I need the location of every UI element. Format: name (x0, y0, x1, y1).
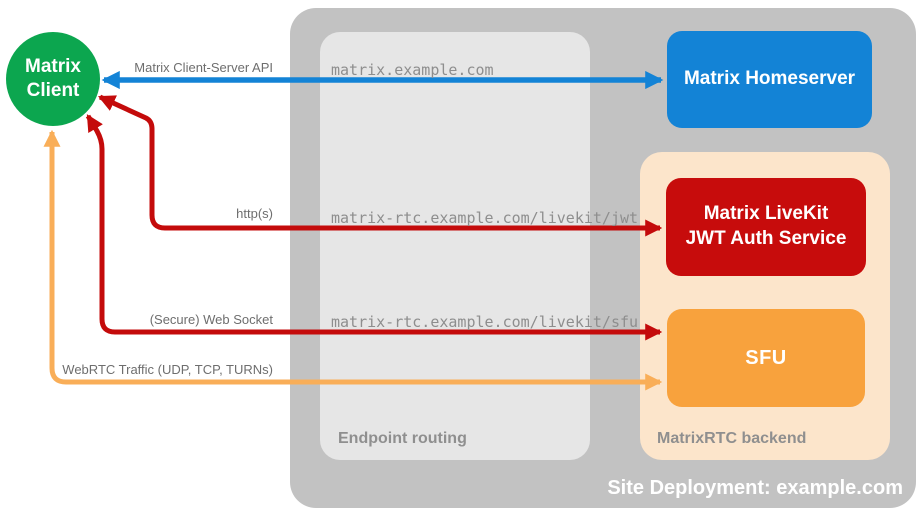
matrix-homeserver-label: Matrix Homeserver (683, 68, 856, 90)
client-server-api-arrow-label: Matrix Client-Server API (134, 60, 273, 75)
jwt-auth-service-label-line1: Matrix LiveKit (703, 203, 829, 225)
https-arrow-label: http(s) (236, 206, 273, 221)
websocket-arrow-label: (Secure) Web Socket (149, 312, 273, 327)
webrtc-arrow-label: WebRTC Traffic (UDP, TCP, TURNs) (62, 362, 273, 377)
site-deployment-title: Site Deployment: example.com (607, 477, 903, 499)
jwt-auth-service-node: Matrix LiveKit JWT Auth Service (666, 178, 866, 276)
jwt-auth-service-label-line2: JWT Auth Service (685, 228, 847, 249)
matrix-client-node: Matrix Client (6, 32, 100, 126)
endpoint-jwt-url: matrix-rtc.example.com/livekit/jwt (331, 209, 639, 227)
endpoint-routing-label: Endpoint routing (338, 430, 467, 447)
endpoint-homeserver-url: matrix.example.com (331, 61, 494, 79)
sfu-label: SFU (745, 347, 787, 369)
endpoint-routing-box: Endpoint routing (320, 32, 590, 460)
endpoint-sfu-url: matrix-rtc.example.com/livekit/sfu (331, 313, 639, 331)
matrixrtc-backend-label: MatrixRTC backend (657, 430, 807, 447)
matrix-client-label: Matrix Client (25, 56, 81, 101)
sfu-node: SFU (667, 309, 865, 407)
matrix-homeserver-node: Matrix Homeserver (667, 31, 872, 128)
